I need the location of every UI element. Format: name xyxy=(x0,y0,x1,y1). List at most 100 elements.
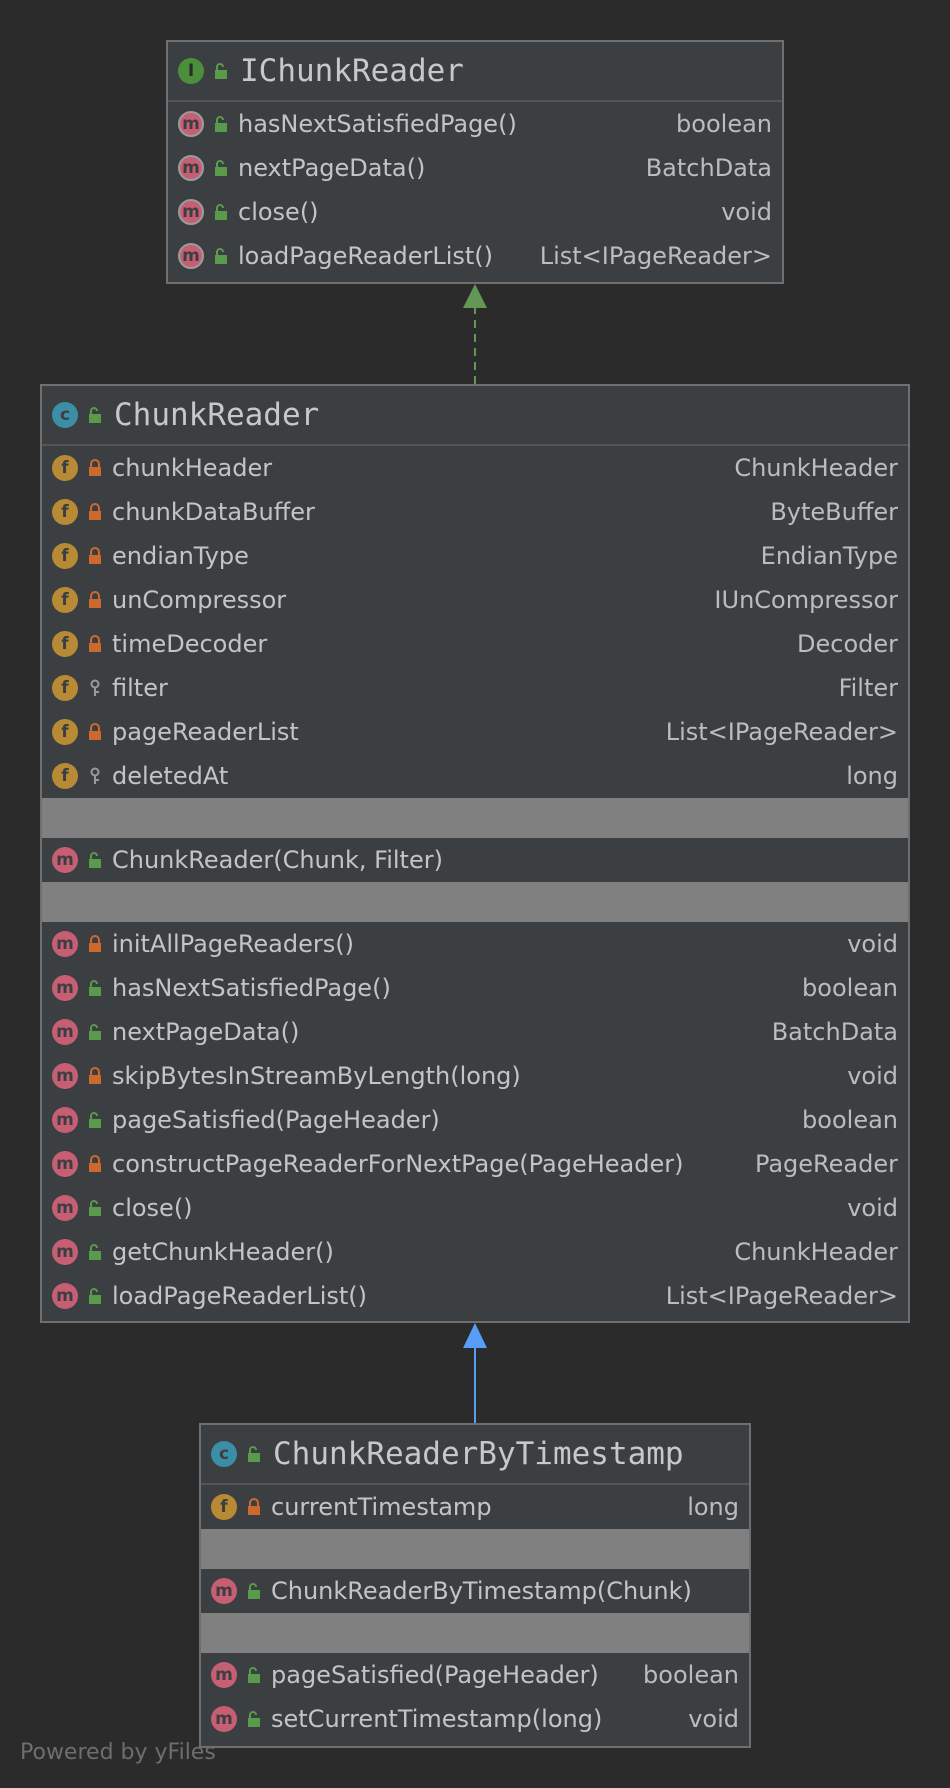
field-icon: f xyxy=(52,455,78,481)
subclass-header: c ChunkReaderByTimestamp xyxy=(201,1425,749,1485)
private-lock-icon xyxy=(86,591,104,609)
method-row[interactable]: m initAllPageReaders() void xyxy=(42,922,908,966)
method-icon: m xyxy=(211,1578,237,1604)
method-icon: m xyxy=(52,1107,78,1133)
field-type: long xyxy=(846,762,898,790)
private-lock-icon xyxy=(86,459,104,477)
public-unlock-icon xyxy=(245,1710,263,1728)
field-type: List<IPageReader> xyxy=(665,718,898,746)
field-name: filter xyxy=(112,674,168,702)
method-row[interactable]: m pageSatisfied(PageHeader) boolean xyxy=(42,1098,908,1142)
class-icon: c xyxy=(52,402,78,428)
field-name: deletedAt xyxy=(112,762,229,790)
public-unlock-icon xyxy=(212,159,230,177)
field-name: chunkHeader xyxy=(112,454,273,482)
extends-arrowhead xyxy=(463,1323,487,1348)
package-key-icon xyxy=(86,767,104,785)
class-title: ChunkReader xyxy=(114,397,320,433)
field-icon: f xyxy=(52,587,78,613)
public-unlock-icon xyxy=(86,1199,104,1217)
method-icon: m xyxy=(52,931,78,957)
return-type: boolean xyxy=(676,110,772,138)
interface-title: IChunkReader xyxy=(240,53,464,89)
method-name: hasNextSatisfiedPage() xyxy=(238,110,517,138)
field-icon: f xyxy=(52,543,78,569)
method-icon: m xyxy=(178,243,204,269)
private-lock-icon xyxy=(86,1155,104,1173)
return-type: ChunkHeader xyxy=(734,1238,898,1266)
return-type: boolean xyxy=(802,974,898,1002)
method-name: initAllPageReaders() xyxy=(112,930,354,958)
method-name: getChunkHeader() xyxy=(112,1238,334,1266)
return-type: BatchData xyxy=(771,1018,898,1046)
method-icon: m xyxy=(178,155,204,181)
package-key-icon xyxy=(86,679,104,697)
constructor-row[interactable]: m ChunkReader(Chunk, Filter) xyxy=(42,838,908,882)
method-icon: m xyxy=(178,111,204,137)
method-row[interactable]: m hasNextSatisfiedPage() boolean xyxy=(168,102,782,146)
public-unlock-icon xyxy=(212,203,230,221)
constructor-row[interactable]: m ChunkReaderByTimestamp(Chunk) xyxy=(201,1569,749,1613)
interface-box-ichunkreader[interactable]: I IChunkReader m hasNextSatisfiedPage() bo… xyxy=(166,40,784,284)
method-icon: m xyxy=(52,975,78,1001)
method-row[interactable]: m nextPageData() BatchData xyxy=(42,1010,908,1054)
method-icon: m xyxy=(52,1283,78,1309)
return-type: void xyxy=(847,930,898,958)
return-type: List<IPageReader> xyxy=(665,1282,898,1310)
method-name: loadPageReaderList() xyxy=(112,1282,368,1310)
method-icon: m xyxy=(52,1151,78,1177)
return-type: void xyxy=(721,198,772,226)
section-separator xyxy=(201,1613,749,1653)
method-name: pageSatisfied(PageHeader) xyxy=(112,1106,440,1134)
method-row[interactable]: m getChunkHeader() ChunkHeader xyxy=(42,1230,908,1274)
return-type: void xyxy=(847,1062,898,1090)
return-type: boolean xyxy=(643,1661,739,1689)
private-lock-icon xyxy=(86,547,104,565)
method-icon: m xyxy=(52,1019,78,1045)
return-type: boolean xyxy=(802,1106,898,1134)
field-icon: f xyxy=(52,631,78,657)
field-name: timeDecoder xyxy=(112,630,268,658)
public-unlock-icon xyxy=(86,1287,104,1305)
interface-header: I IChunkReader xyxy=(168,42,782,102)
method-icon: m xyxy=(52,1239,78,1265)
footer-powered-by: Powered by yFiles xyxy=(20,1740,216,1765)
private-lock-icon xyxy=(86,503,104,521)
interface-icon: I xyxy=(178,58,204,84)
method-name: close() xyxy=(112,1194,193,1222)
method-name: nextPageData() xyxy=(112,1018,300,1046)
public-unlock-icon xyxy=(245,1582,263,1600)
public-unlock-icon xyxy=(86,1111,104,1129)
field-type: EndianType xyxy=(760,542,898,570)
method-row[interactable]: m loadPageReaderList() List<IPageReader> xyxy=(42,1274,908,1318)
field-icon: f xyxy=(52,499,78,525)
method-name: pageSatisfied(PageHeader) xyxy=(271,1661,599,1689)
public-unlock-icon xyxy=(86,1023,104,1041)
class-header: c ChunkReader xyxy=(42,386,908,446)
field-icon: f xyxy=(211,1494,237,1520)
